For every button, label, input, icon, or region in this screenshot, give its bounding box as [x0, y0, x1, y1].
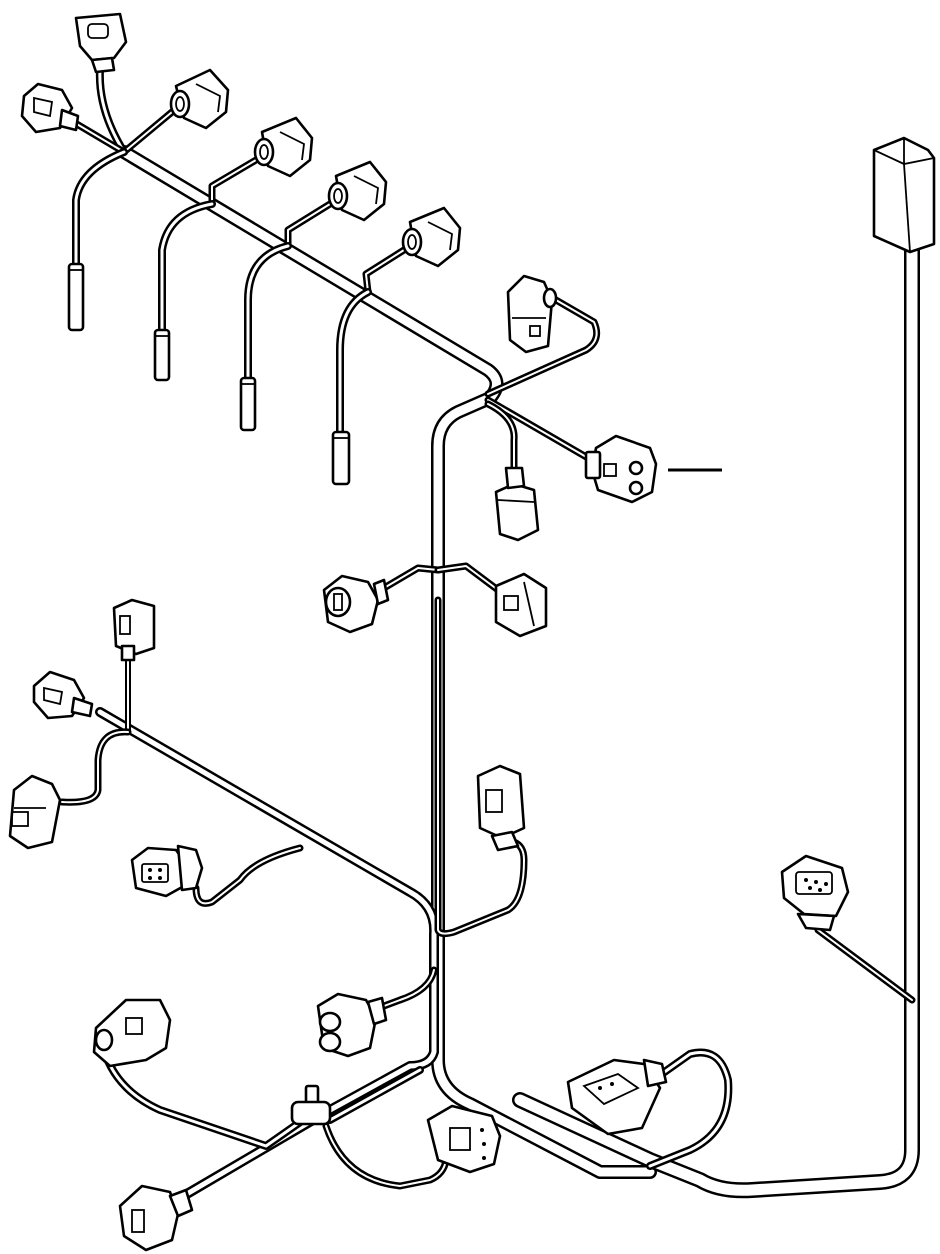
connector-block-top-right: [872, 136, 936, 254]
sensor-probe-3: [239, 376, 257, 432]
wire-branch-square: [484, 396, 592, 462]
wire-branch-top-left: [66, 116, 128, 156]
wire-branch-multipin-right: [814, 926, 916, 1004]
connector-bottom-right: [426, 1104, 502, 1174]
wire-branch-mid-right: [434, 562, 502, 594]
wire-branch-probe-4: [336, 288, 372, 438]
connector-mid-left: [322, 574, 390, 634]
connector-center-vertical: [476, 764, 526, 852]
wire-trunk-right-vertical: [512, 242, 920, 1199]
connector-elbow-upper: [506, 274, 558, 354]
sensor-probe-1: [67, 262, 85, 332]
wire-branch-a: [120, 108, 176, 156]
harness-connectors: [8, 12, 936, 1252]
connector-mid-right: [494, 572, 548, 638]
connector-top-left: [20, 82, 80, 134]
wire-branch-probe-1: [72, 148, 128, 270]
connector-a: [169, 68, 230, 130]
wire-branch-hanging: [484, 400, 518, 474]
wire-trunk-main: [117, 145, 657, 1179]
connector-b: [253, 116, 314, 178]
wire-branch-ground-right: [322, 1122, 450, 1190]
connector-left-angled: [32, 670, 94, 720]
connector-left-vertical: [112, 598, 156, 662]
wire-branch-b: [208, 156, 260, 208]
sensor-probe-4: [331, 430, 351, 486]
wire-branch-lower-double: [380, 966, 438, 1010]
wire-branch-elbow-upper: [484, 296, 601, 398]
wire-branch-top: [95, 66, 128, 156]
connector-multipin-right: [780, 854, 850, 932]
wire-branch-left-elbow: [58, 728, 132, 806]
wire-branch-center-loop: [434, 596, 528, 938]
connector-d: [401, 206, 462, 268]
wire-branch-lower-left: [100, 1046, 424, 1150]
connector-c: [327, 160, 388, 222]
wire-branch-c: [284, 200, 334, 250]
connector-left-elbow: [8, 774, 62, 850]
wire-branch-d: [362, 246, 408, 296]
connector-top: [74, 12, 128, 74]
connector-lower-left: [92, 998, 172, 1068]
connector-hanging: [494, 466, 540, 542]
wire-branch-probe-2: [158, 200, 216, 336]
connector-lower-double: [316, 992, 388, 1058]
harness-wires: [58, 66, 920, 1203]
ground-stud: [290, 1084, 332, 1126]
connector-left-multipin: [130, 844, 204, 898]
wire-branch-mid-left: [380, 564, 442, 592]
connector-flat-bottom: [566, 1058, 668, 1136]
wire-branch-probe-3: [244, 242, 292, 384]
wire-trunk-left: [95, 707, 440, 1203]
wire-branch-flat-loop: [646, 1048, 733, 1170]
sensor-probe-2: [153, 328, 171, 382]
connector-bottom-left: [118, 1184, 194, 1252]
connector-square-right: [584, 434, 658, 504]
wire-branch-left-multipin: [192, 844, 304, 907]
